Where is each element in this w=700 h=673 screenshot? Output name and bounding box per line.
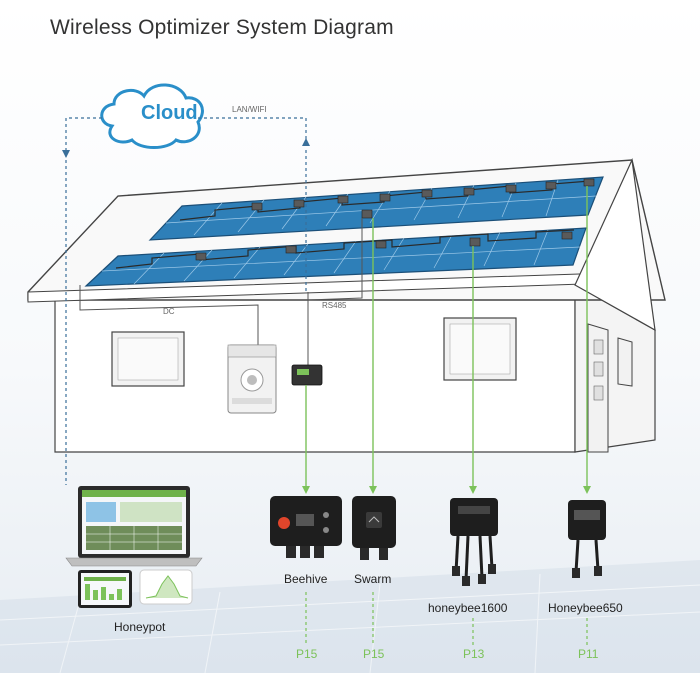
inverter xyxy=(227,344,277,414)
side-window xyxy=(617,337,633,387)
lan-wifi-label: LAN/WIFI xyxy=(232,105,267,114)
rs485-label: RS485 xyxy=(322,301,347,310)
cloud-label: Cloud xyxy=(141,102,198,124)
device-label-honeybee650: Honeybee650 xyxy=(548,601,623,615)
cloud-links xyxy=(65,117,307,485)
page-ref-honeybee1600: P13 xyxy=(463,647,485,661)
diagram-title: Wireless Optimizer System Diagram xyxy=(50,16,394,39)
device-label-honeybee1600: honeybee1600 xyxy=(428,601,508,615)
dc-label: DC xyxy=(163,307,175,316)
arrow-down-left xyxy=(62,150,70,158)
device-label-beehive: Beehive xyxy=(284,572,328,586)
house-wiring xyxy=(79,218,363,365)
gateway-indoor xyxy=(291,364,323,386)
background-solar-field xyxy=(0,560,700,673)
panel-optimizers xyxy=(195,178,595,261)
monitoring-label: Honeypot xyxy=(114,620,166,634)
device-links xyxy=(305,186,588,487)
honeybee650-device-icon xyxy=(568,500,606,578)
honeybee1600-device-icon xyxy=(450,498,498,586)
page-links xyxy=(305,592,588,645)
cloud-shape xyxy=(100,83,204,149)
page-ref-honeybee650: P11 xyxy=(578,647,599,661)
page-ref-swarm: P15 xyxy=(363,647,385,661)
beehive-device-icon xyxy=(270,496,342,558)
page-ref-beehive: P15 xyxy=(296,647,318,661)
roof-gable xyxy=(574,157,656,332)
swarm-device-icon xyxy=(352,496,396,560)
arrow-up-right xyxy=(302,138,310,146)
laptop-icon xyxy=(65,486,203,567)
tablet-icon xyxy=(78,570,132,608)
device-label-swarm: Swarm xyxy=(354,572,392,586)
device-link-arrows xyxy=(302,486,591,494)
phone-icon xyxy=(139,569,193,605)
